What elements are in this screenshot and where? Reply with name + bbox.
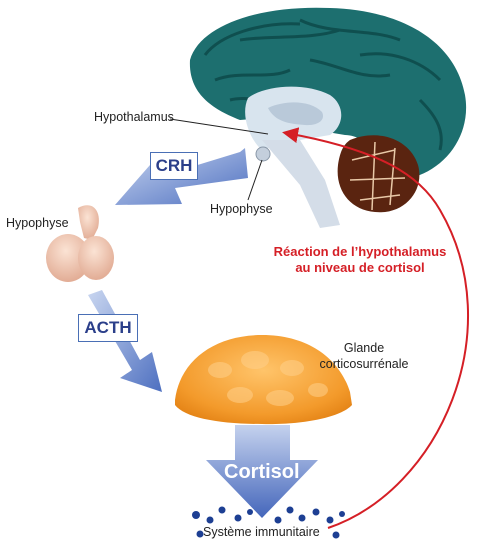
reaction-label: Réaction de l’hypothalamus au niveau de … [250, 244, 470, 277]
brain-illustration [189, 7, 467, 228]
hypophyse-gland-label: Hypophyse [6, 216, 69, 230]
feedback-arrow [282, 127, 469, 529]
pituitary-gland [46, 205, 114, 282]
cortisol-label: Cortisol [224, 461, 300, 483]
cortisol-arrow [206, 425, 318, 518]
reaction-line-1: Réaction de l’hypothalamus [273, 244, 447, 259]
adrenal-gland [175, 335, 352, 425]
immune-dots [192, 506, 345, 539]
hypophyse-leader [247, 159, 263, 201]
hypothalamus-leader [169, 118, 269, 135]
acth-label: ACTH [78, 314, 138, 342]
hypothalamus-label: Hypothalamus [94, 110, 174, 124]
hypophyse-brain-label: Hypophyse [210, 202, 273, 216]
glande-label: Glande corticosurrénale [319, 341, 409, 371]
reaction-line-2: au niveau de cortisol [295, 260, 425, 276]
crh-label: CRH [150, 152, 198, 180]
adrenal-texture [208, 351, 328, 406]
systeme-label: Système immunitaire [203, 525, 320, 539]
